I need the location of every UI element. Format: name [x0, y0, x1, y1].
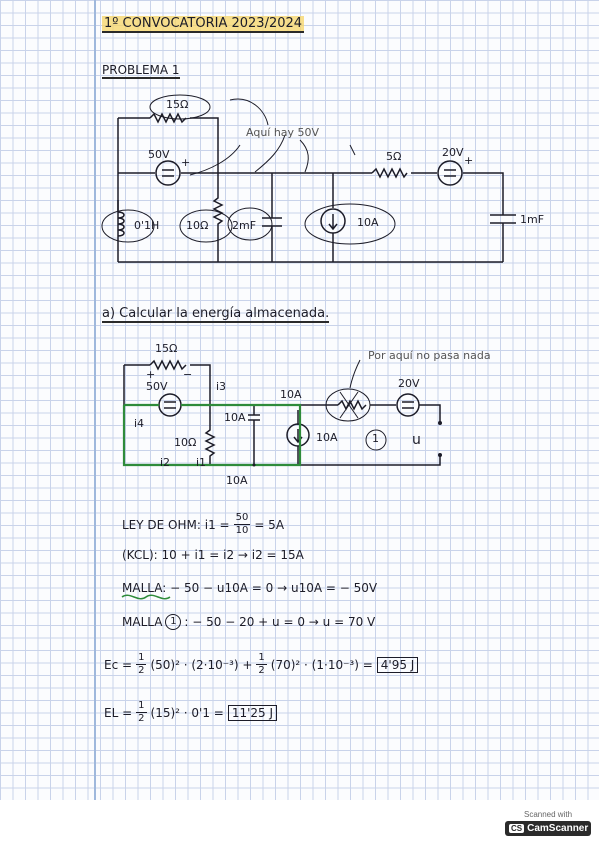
circuit-1-diagram [101, 94, 516, 600]
c2-plus-1: + [146, 368, 156, 381]
part-a-text: a) Calcular la energía almacenada. [102, 306, 330, 323]
c1-annotation: Aquí hay 50V [246, 126, 320, 139]
scanned-with-text: Scanned with [523, 810, 573, 819]
c2-i2-label: i2 [160, 456, 171, 469]
eq-ec-result: 4'95 J [376, 656, 419, 673]
eq-ec-half-2-num: 1 [256, 652, 267, 665]
eq-ec-body2: (70)² · (1·10⁻³) = [270, 657, 373, 672]
camscanner-logo-icon: CS [509, 824, 525, 833]
c2-loop-1: 1 [372, 432, 379, 445]
camscanner-stamp: Scanned with CS CamScanner [505, 810, 591, 842]
problem-label-text: PROBLEMA 1 [102, 63, 180, 79]
eq-el-result: 11'25 J [227, 704, 278, 721]
c1-plus-a: + [181, 156, 191, 169]
eq-ec-half-1: 1 2 [136, 652, 147, 677]
eq-ec-body: (50)² · (2·10⁻³) + [150, 657, 253, 672]
camscanner-badge: CS CamScanner [505, 821, 591, 836]
eq-malla-1: MALLA 1 : − 50 − 20 + u = 0 → u = 70 V [122, 614, 375, 630]
eq-malla1-circle: 1 [165, 614, 182, 630]
c2-r15-label: 15Ω [155, 342, 178, 355]
eq-ohm-fraction: 50 10 [233, 512, 251, 537]
page-title: 1º CONVOCATORIA 2023/2024 [102, 16, 305, 33]
c2-v50-label: 50V [146, 380, 168, 393]
part-a-statement: a) Calcular la energía almacenada. [102, 306, 330, 323]
c2-annotation: Por aquí no pasa nada [368, 349, 491, 362]
eq-el: EL = 1 2 (15)² · 0'1 = 11'25 J [104, 700, 278, 725]
problem-label: PROBLEMA 1 [102, 63, 180, 79]
c1-r5-label: 5Ω [386, 150, 402, 163]
eq-malla1-label: MALLA [122, 615, 163, 629]
eq-el-half-den: 2 [138, 713, 145, 724]
eq-ec-half-1-den: 2 [138, 665, 145, 676]
c2-v20-label: 20V [398, 377, 420, 390]
c2-i4-label: i4 [134, 417, 145, 430]
page-title-text: 1º CONVOCATORIA 2023/2024 [102, 16, 305, 33]
eq-malla-rest: : − 50 − u10A = 0 → u10A = − 50V [162, 581, 378, 595]
eq-ohm-den: 10 [235, 525, 249, 536]
c1-cap2-label: 2mF [232, 219, 257, 232]
c2-i3-label: i3 [216, 380, 227, 393]
c1-v50-label: 50V [148, 148, 170, 161]
c2-r10-label: 10Ω [174, 436, 197, 449]
c2-u-label: u [412, 432, 421, 448]
c1-r15-label: 15Ω [166, 98, 189, 111]
eq-ohm-num: 50 [233, 512, 251, 525]
eq-ohm-result: = 5A [254, 517, 285, 532]
eq-ec-half-2-den: 2 [258, 665, 265, 676]
c2-10a-mid: 10A [224, 411, 246, 424]
c1-inductor-label: 0'1H [134, 219, 160, 232]
eq-malla1-rest: : − 50 − 20 + u = 0 → u = 70 V [184, 615, 376, 629]
eq-el-half-num: 1 [136, 700, 147, 713]
eq-ec: Ec = 1 2 (50)² · (2·10⁻³) + 1 2 (70)² · … [104, 652, 419, 677]
eq-malla: MALLA: − 50 − u10A = 0 → u10A = − 50V [122, 581, 377, 595]
c1-r10-label: 10Ω [186, 219, 209, 232]
eq-ec-half-2: 1 2 [256, 652, 267, 677]
c2-10a-top: 10A [280, 388, 302, 401]
c1-cap1-label: 1mF [520, 213, 545, 226]
camscanner-app-name: CamScanner [527, 823, 589, 834]
eq-kcl: (KCL): 10 + i1 = i2 → i2 = 15A [122, 548, 304, 562]
c2-10a-source: 10A [316, 431, 338, 444]
eq-ec-prefix: Ec = [104, 657, 133, 672]
c2-i1-label: i1 [196, 456, 207, 469]
margin-line [94, 0, 96, 800]
eq-ohm-prefix: LEY DE OHM: i1 = [122, 517, 230, 532]
eq-ec-half-1-num: 1 [136, 652, 147, 665]
eq-malla-label: MALLA [122, 581, 163, 595]
c1-v20-label: 20V [442, 146, 464, 159]
grid-paper [0, 0, 599, 800]
c2-minus-1: − [183, 368, 193, 381]
eq-el-prefix: EL = [104, 705, 133, 720]
c2-10a-bottom: 10A [226, 474, 248, 487]
eq-el-half: 1 2 [136, 700, 147, 725]
eq-ohm: LEY DE OHM: i1 = 50 10 = 5A [122, 512, 284, 537]
c1-plus-b: + [464, 154, 474, 167]
c1-i10-label: 10A [357, 216, 379, 229]
eq-el-body: (15)² · 0'1 = [150, 705, 224, 720]
